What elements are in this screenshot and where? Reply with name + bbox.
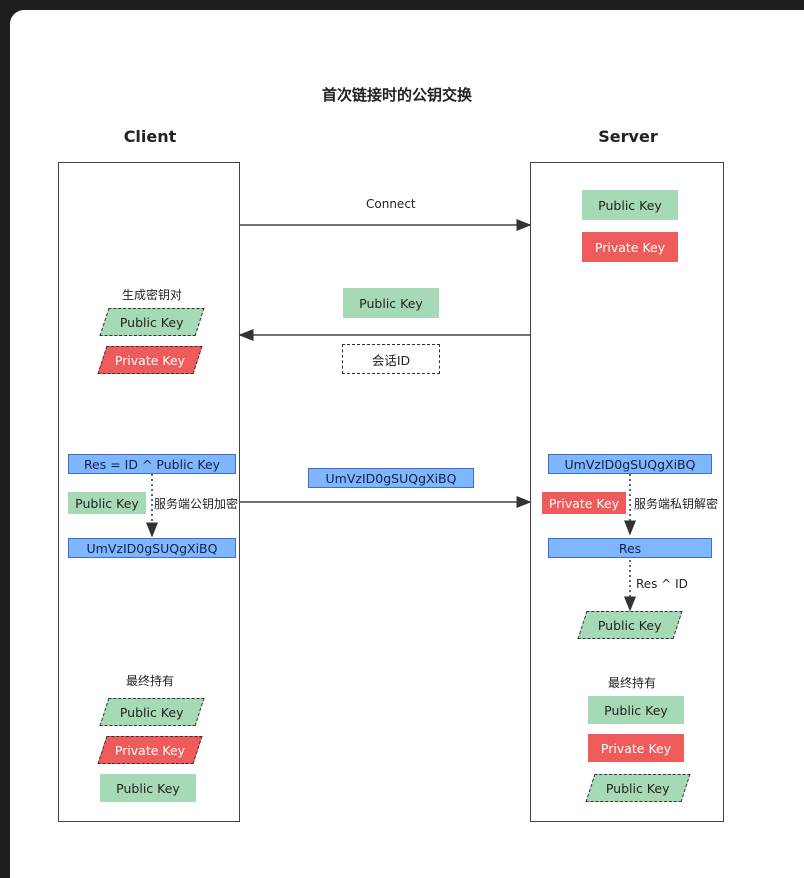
client-final-server-public-key: Public Key (100, 774, 196, 802)
server-xor-note: Res ^ ID (636, 577, 688, 591)
server-final-client-public-key: Public Key (585, 774, 691, 802)
connect-label: Connect (366, 197, 416, 211)
server-final-public-key: Public Key (588, 696, 684, 724)
diagram-canvas (10, 10, 804, 878)
client-server-public-key: Public Key (68, 492, 146, 514)
client-gen-public-key: Public Key (99, 308, 205, 336)
client-res-expression: Res = ID ^ Public Key (68, 454, 236, 474)
client-lane (58, 162, 240, 822)
server-cipher: UmVzID0gSUQgXiBQ (548, 454, 712, 474)
server-public-key: Public Key (582, 190, 678, 220)
client-gen-label: 生成密钥对 (122, 288, 183, 302)
client-gen-private-key: Private Key (97, 346, 203, 374)
client-final-private-key: Private Key (97, 736, 203, 764)
client-cipher: UmVzID0gSUQgXiBQ (68, 538, 236, 558)
server-final-private-key: Private Key (588, 734, 684, 762)
server-private-key: Private Key (582, 232, 678, 262)
client-encrypt-note: 服务端公钥加密 (154, 497, 239, 511)
message-public-key: Public Key (343, 288, 439, 318)
message-session-id: 会话ID (342, 344, 440, 374)
server-client-public-key: Public Key (577, 611, 683, 639)
server-final-label: 最终持有 (608, 676, 657, 690)
message-cipher: UmVzID0gSUQgXiBQ (308, 468, 474, 488)
client-title: Client (123, 127, 177, 146)
client-final-public-key: Public Key (99, 698, 205, 726)
client-final-label: 最终持有 (126, 674, 175, 688)
server-decrypt-note: 服务端私钥解密 (634, 497, 719, 511)
diagram-title: 首次链接时的公钥交换 (321, 86, 472, 104)
server-private-key-use: Private Key (542, 492, 626, 514)
server-lane (530, 162, 724, 822)
server-res: Res (548, 538, 712, 558)
server-title: Server (598, 127, 658, 146)
